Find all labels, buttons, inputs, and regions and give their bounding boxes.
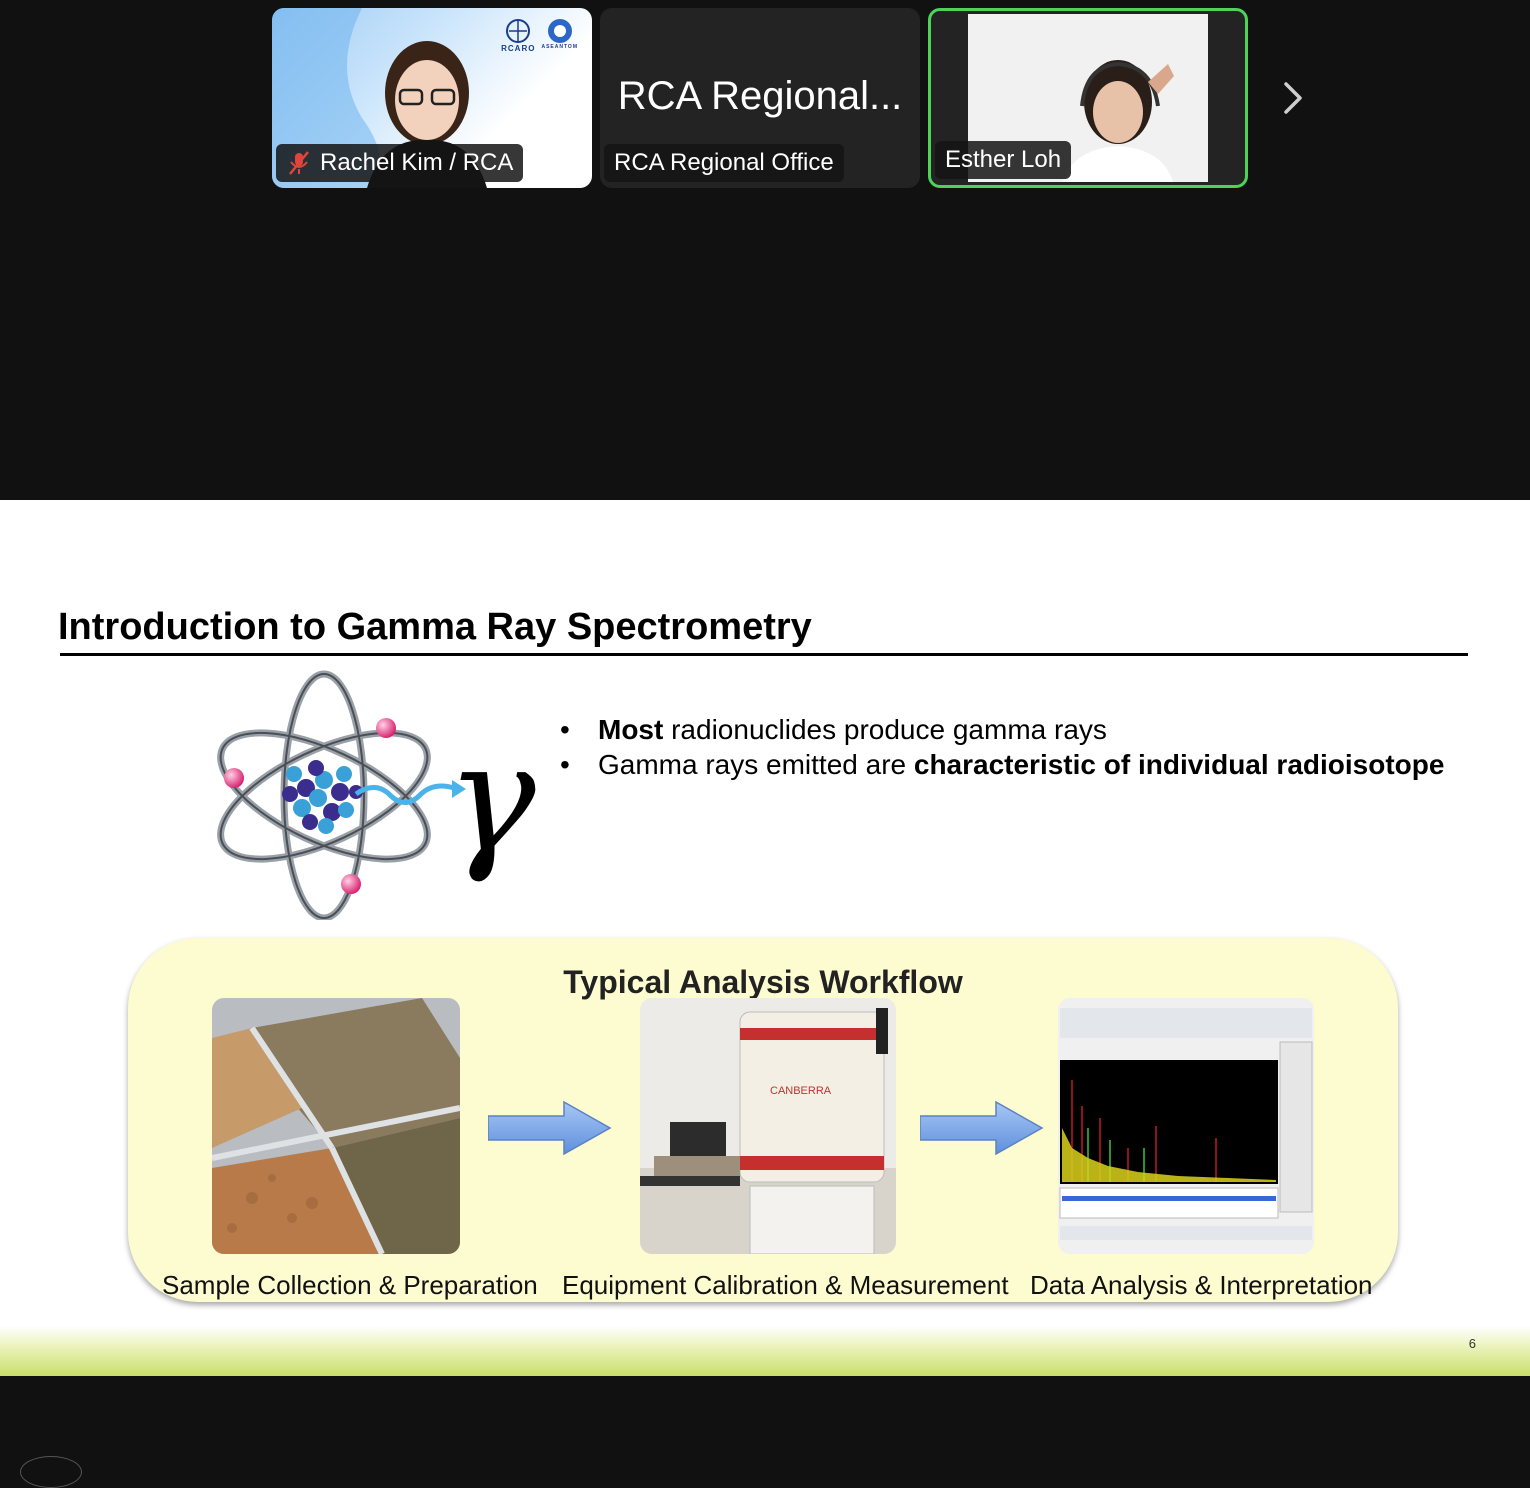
participant-name-label: RCA Regional Office bbox=[604, 144, 844, 182]
organization-logos: RCARO ASEANTOM bbox=[501, 18, 578, 53]
participant-tile-rachel[interactable]: RCARO ASEANTOM Rachel Kim / RCA bbox=[272, 8, 592, 188]
participant-name-label: Esther Loh bbox=[935, 141, 1072, 179]
aseantom-logo-icon bbox=[547, 19, 572, 43]
workflow-title: Typical Analysis Workflow bbox=[563, 964, 963, 1000]
chevron-right-icon[interactable] bbox=[1278, 78, 1308, 118]
participant-tile-esther[interactable]: Esther Loh bbox=[928, 8, 1248, 188]
sample-trays-photo bbox=[212, 998, 460, 1254]
step-label-calibration: Equipment Calibration & Measurement bbox=[562, 1270, 1009, 1300]
participant-display-name: RCA Regional... bbox=[617, 74, 903, 118]
workflow-panel: Typical Analysis Workflow bbox=[128, 938, 1398, 1302]
title-divider bbox=[60, 653, 1468, 656]
slide-footer-band bbox=[0, 1326, 1530, 1376]
gamma-symbol: γ bbox=[446, 712, 536, 886]
mic-muted-icon bbox=[289, 151, 309, 175]
corner-control[interactable] bbox=[20, 1456, 82, 1488]
shared-slide: Introduction to Gamma Ray Spectrometry bbox=[0, 500, 1530, 1376]
spectrum-software-screenshot bbox=[1058, 998, 1314, 1254]
bullet-list: Most radionuclides produce gamma rays Ga… bbox=[560, 712, 1444, 782]
atom-gamma-icon: γ bbox=[217, 670, 536, 920]
participant-tile-rca[interactable]: RCA Regional... RCA Regional Office bbox=[600, 8, 920, 188]
bullet-item: Gamma rays emitted are characteristic of… bbox=[560, 747, 1444, 782]
rcaro-logo-icon bbox=[506, 19, 531, 43]
arrow-right-icon bbox=[488, 1100, 612, 1156]
slide-title: Introduction to Gamma Ray Spectrometry bbox=[58, 606, 812, 648]
bullet-item: Most radionuclides produce gamma rays bbox=[560, 712, 1444, 747]
arrow-right-icon bbox=[920, 1100, 1044, 1156]
detector-brand: CANBERRA bbox=[770, 1085, 832, 1097]
step-label-sample-collection: Sample Collection & Preparation bbox=[162, 1270, 538, 1300]
step-label-data-analysis: Data Analysis & Interpretation bbox=[1030, 1270, 1373, 1300]
participant-name-label: Rachel Kim / RCA bbox=[276, 144, 524, 182]
detector-photo: CANBERRA bbox=[640, 998, 896, 1254]
slide-page-number: 6 bbox=[1468, 1336, 1476, 1351]
